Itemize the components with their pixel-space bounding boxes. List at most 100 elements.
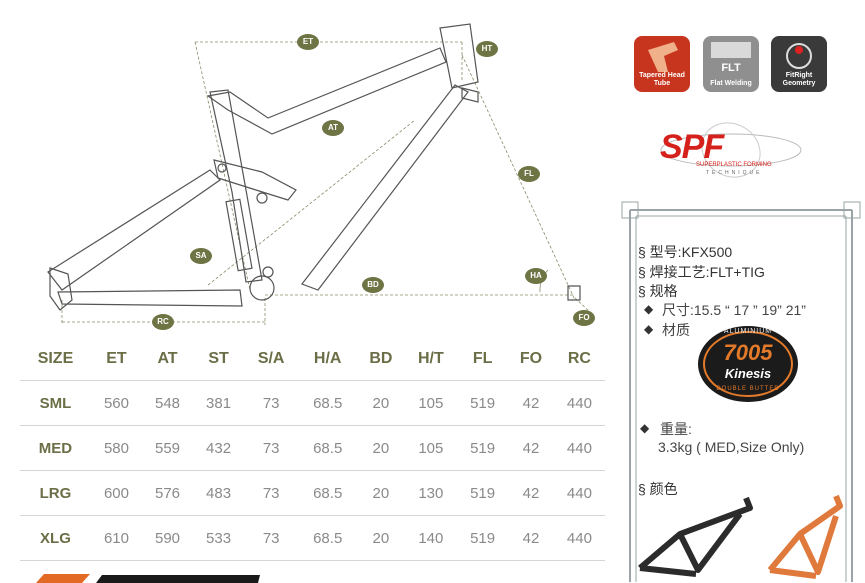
table-cell: 105 — [404, 380, 458, 426]
spec-material: 材质 — [662, 322, 690, 338]
table-row: MED 580 559 432 73 68.5 20 105 519 42 44… — [20, 425, 605, 471]
table-row: XLG 610 590 533 73 68.5 20 140 519 42 44… — [20, 515, 605, 561]
ha-label: HA — [525, 268, 547, 284]
spec-title: § 规格 — [638, 283, 678, 299]
table-cell: 73 — [244, 380, 299, 426]
fl-label: FL — [518, 166, 540, 182]
black-frame-image — [638, 496, 753, 577]
table-cell: 440 — [553, 515, 605, 561]
table-cell: 610 — [90, 515, 142, 561]
table-cell: 42 — [508, 515, 554, 561]
bullet-icon: ◆ — [644, 322, 654, 336]
frame-color-options — [638, 494, 843, 579]
column-header: ET — [106, 350, 127, 367]
et-label: ET — [297, 34, 319, 50]
column-header: RC — [567, 350, 591, 367]
table-cell: 20 — [357, 470, 405, 516]
column-header: H/T — [417, 350, 444, 367]
flat-welding-badge: FLT Flat Welding — [703, 36, 759, 92]
table-cell: 42 — [508, 380, 554, 426]
material-logo-top: ALUMINIUM — [723, 328, 773, 335]
flt-caption: Flat Welding — [710, 80, 752, 87]
bullet-icon: ◆ — [644, 302, 654, 316]
fitright-badge: FitRight Geometry — [771, 36, 827, 92]
table-cell: 440 — [553, 470, 605, 516]
kinesis-7005-logo — [698, 326, 798, 402]
fo-label: FO — [573, 310, 595, 326]
bd-label: BD — [362, 277, 384, 293]
table-cell: 20 — [357, 515, 405, 561]
column-header: AT — [157, 350, 178, 367]
size-cell: MED — [20, 425, 91, 471]
table-cell: 105 — [404, 425, 458, 471]
table-cell: 519 — [457, 425, 509, 471]
table-cell: 576 — [141, 470, 194, 516]
table-cell: 600 — [90, 470, 142, 516]
frame-geometry-diagram — [47, 23, 591, 325]
size-cell: XLG — [20, 515, 91, 561]
table-cell: 548 — [141, 380, 194, 426]
ht-label: HT — [476, 41, 498, 57]
table-cell: 68.5 — [298, 425, 358, 471]
table-cell: 73 — [244, 470, 299, 516]
spec-sizes: 尺寸:15.5 “ 17 ” 19” 21” — [662, 302, 806, 318]
rc-label: RC — [152, 314, 174, 330]
spec-panel-border — [621, 201, 861, 582]
column-header: FO — [519, 350, 543, 367]
column-header: SIZE — [37, 350, 74, 367]
geometry-table: SIZE ET AT ST S/A H/A BD H/T FL FO RC SM… — [20, 338, 605, 561]
table-cell: 42 — [508, 470, 554, 516]
column-header: BD — [369, 350, 393, 367]
fitright-caption: FitRight Geometry — [782, 72, 816, 87]
table-cell: 519 — [457, 380, 509, 426]
weld-icon — [711, 42, 751, 58]
material-logo-brand: Kinesis — [724, 366, 772, 381]
material-logo-number: 7005 — [723, 340, 773, 365]
column-header: ST — [208, 350, 229, 367]
material-logo-bottom: DOUBLE BUTTED — [716, 386, 780, 392]
table-cell: 381 — [193, 380, 245, 426]
spec-weight-label: 重量: — [660, 421, 692, 437]
spec-model: § 型号:KFX500 — [638, 244, 733, 260]
table-cell: 42 — [508, 425, 554, 471]
column-header: H/A — [313, 350, 342, 367]
table-cell: 440 — [553, 380, 605, 426]
fitright-icon — [786, 43, 812, 69]
table-cell: 140 — [404, 515, 458, 561]
table-cell: 533 — [193, 515, 245, 561]
size-cell: SML — [20, 380, 91, 426]
table-cell: 73 — [244, 515, 299, 561]
table-cell: 73 — [244, 425, 299, 471]
table-header-row: SIZE ET AT ST S/A H/A BD H/T FL FO RC — [20, 338, 605, 381]
table-cell: 440 — [553, 425, 605, 471]
column-header: FL — [472, 350, 493, 367]
spf-logo-text: SPF — [660, 128, 724, 166]
table-cell: 68.5 — [298, 515, 358, 561]
table-cell: 519 — [457, 515, 509, 561]
spf-logo-icon — [660, 122, 802, 178]
spf-subtitle-2: TECHNIQUE — [706, 170, 763, 176]
table-cell: 483 — [193, 470, 245, 516]
column-header: S/A — [257, 350, 285, 367]
spf-subtitle: SUPERPLASTIC FORMING — [696, 162, 772, 168]
table-cell: 20 — [357, 425, 405, 471]
spec-welding: § 焊接工艺:FLT+TIG — [638, 264, 765, 280]
table-cell: 130 — [404, 470, 458, 516]
table-cell: 68.5 — [298, 470, 358, 516]
sa-label: SA — [190, 248, 212, 264]
orange-frame-image — [767, 494, 843, 579]
spec-color-title: § 颜色 — [638, 481, 678, 497]
tapered-caption: Tapered Head Tube — [639, 72, 685, 87]
table-cell: 20 — [357, 380, 405, 426]
table-cell: 68.5 — [298, 380, 358, 426]
table-cell: 580 — [90, 425, 142, 471]
tapered-headtube-badge: Tapered Head Tube — [634, 36, 690, 92]
at-label: AT — [322, 120, 344, 136]
spec-weight-value: 3.3kg ( MED,Size Only) — [658, 439, 805, 455]
table-cell: 519 — [457, 470, 509, 516]
brand-logo-partial — [36, 574, 260, 583]
table-cell: 559 — [141, 425, 194, 471]
table-cell: 560 — [90, 380, 142, 426]
table-cell: 590 — [141, 515, 194, 561]
table-cell: 432 — [193, 425, 245, 471]
